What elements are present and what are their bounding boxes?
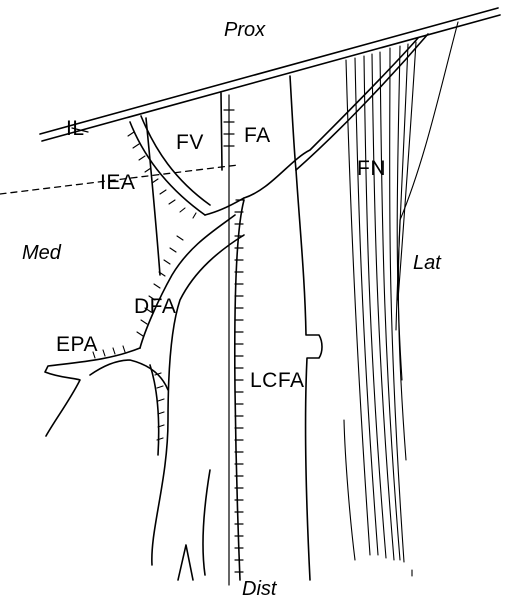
lateral-circumflex-femoral-artery-label: LCFA — [250, 370, 305, 391]
femoral-nerve-label: FN — [357, 158, 386, 179]
external-pudendal-artery-label: EPA — [56, 334, 98, 355]
femoral-nerve — [344, 22, 458, 576]
distal-label: Dist — [242, 579, 276, 599]
femoral-vein-label: FV — [176, 132, 204, 153]
deep-femoral-artery-label: DFA — [134, 296, 176, 317]
distal-branches — [178, 545, 193, 580]
lateral-label: Lat — [413, 253, 441, 273]
inguinal-ligament-label: IL — [66, 118, 85, 139]
inguinal-ligament — [40, 8, 500, 141]
inferior-epigastric-artery-label: IEA — [100, 172, 135, 193]
lateral-ascending-branch — [244, 34, 428, 198]
proximal-label: Prox — [224, 20, 265, 40]
medial-label: Med — [22, 243, 61, 263]
external-pudendal-artery — [45, 346, 168, 455]
femoral-artery-label: FA — [244, 125, 271, 146]
femoral-artery — [235, 76, 322, 580]
deep-femoral-artery — [137, 215, 244, 575]
